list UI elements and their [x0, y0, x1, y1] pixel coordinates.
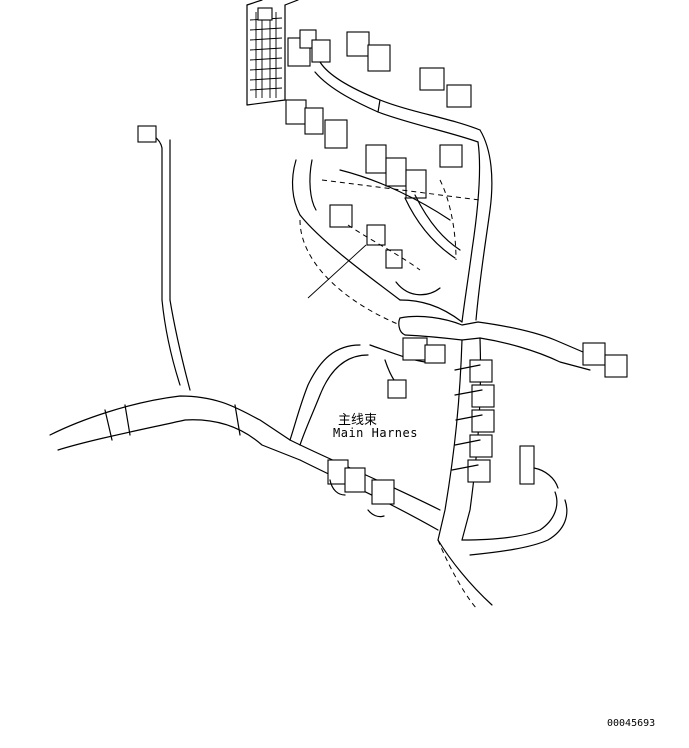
fuse-box: [246, 0, 317, 106]
left-branch-harness: [49, 125, 493, 611]
leader-line: [307, 244, 367, 299]
lower-connectors: [327, 459, 395, 518]
dashed-routing: [347, 179, 457, 271]
upper-connectors: [285, 31, 472, 269]
main-harness-label-chinese: 主线束: [338, 413, 378, 428]
drawing-number: 00045693: [607, 718, 656, 729]
left-mid-connectors: [289, 337, 446, 446]
upper-harness: [291, 61, 493, 326]
main-harness-label-english: Main Harnes: [333, 426, 418, 440]
right-lower-branch: [461, 445, 568, 556]
main-vertical-harness: [437, 337, 495, 541]
